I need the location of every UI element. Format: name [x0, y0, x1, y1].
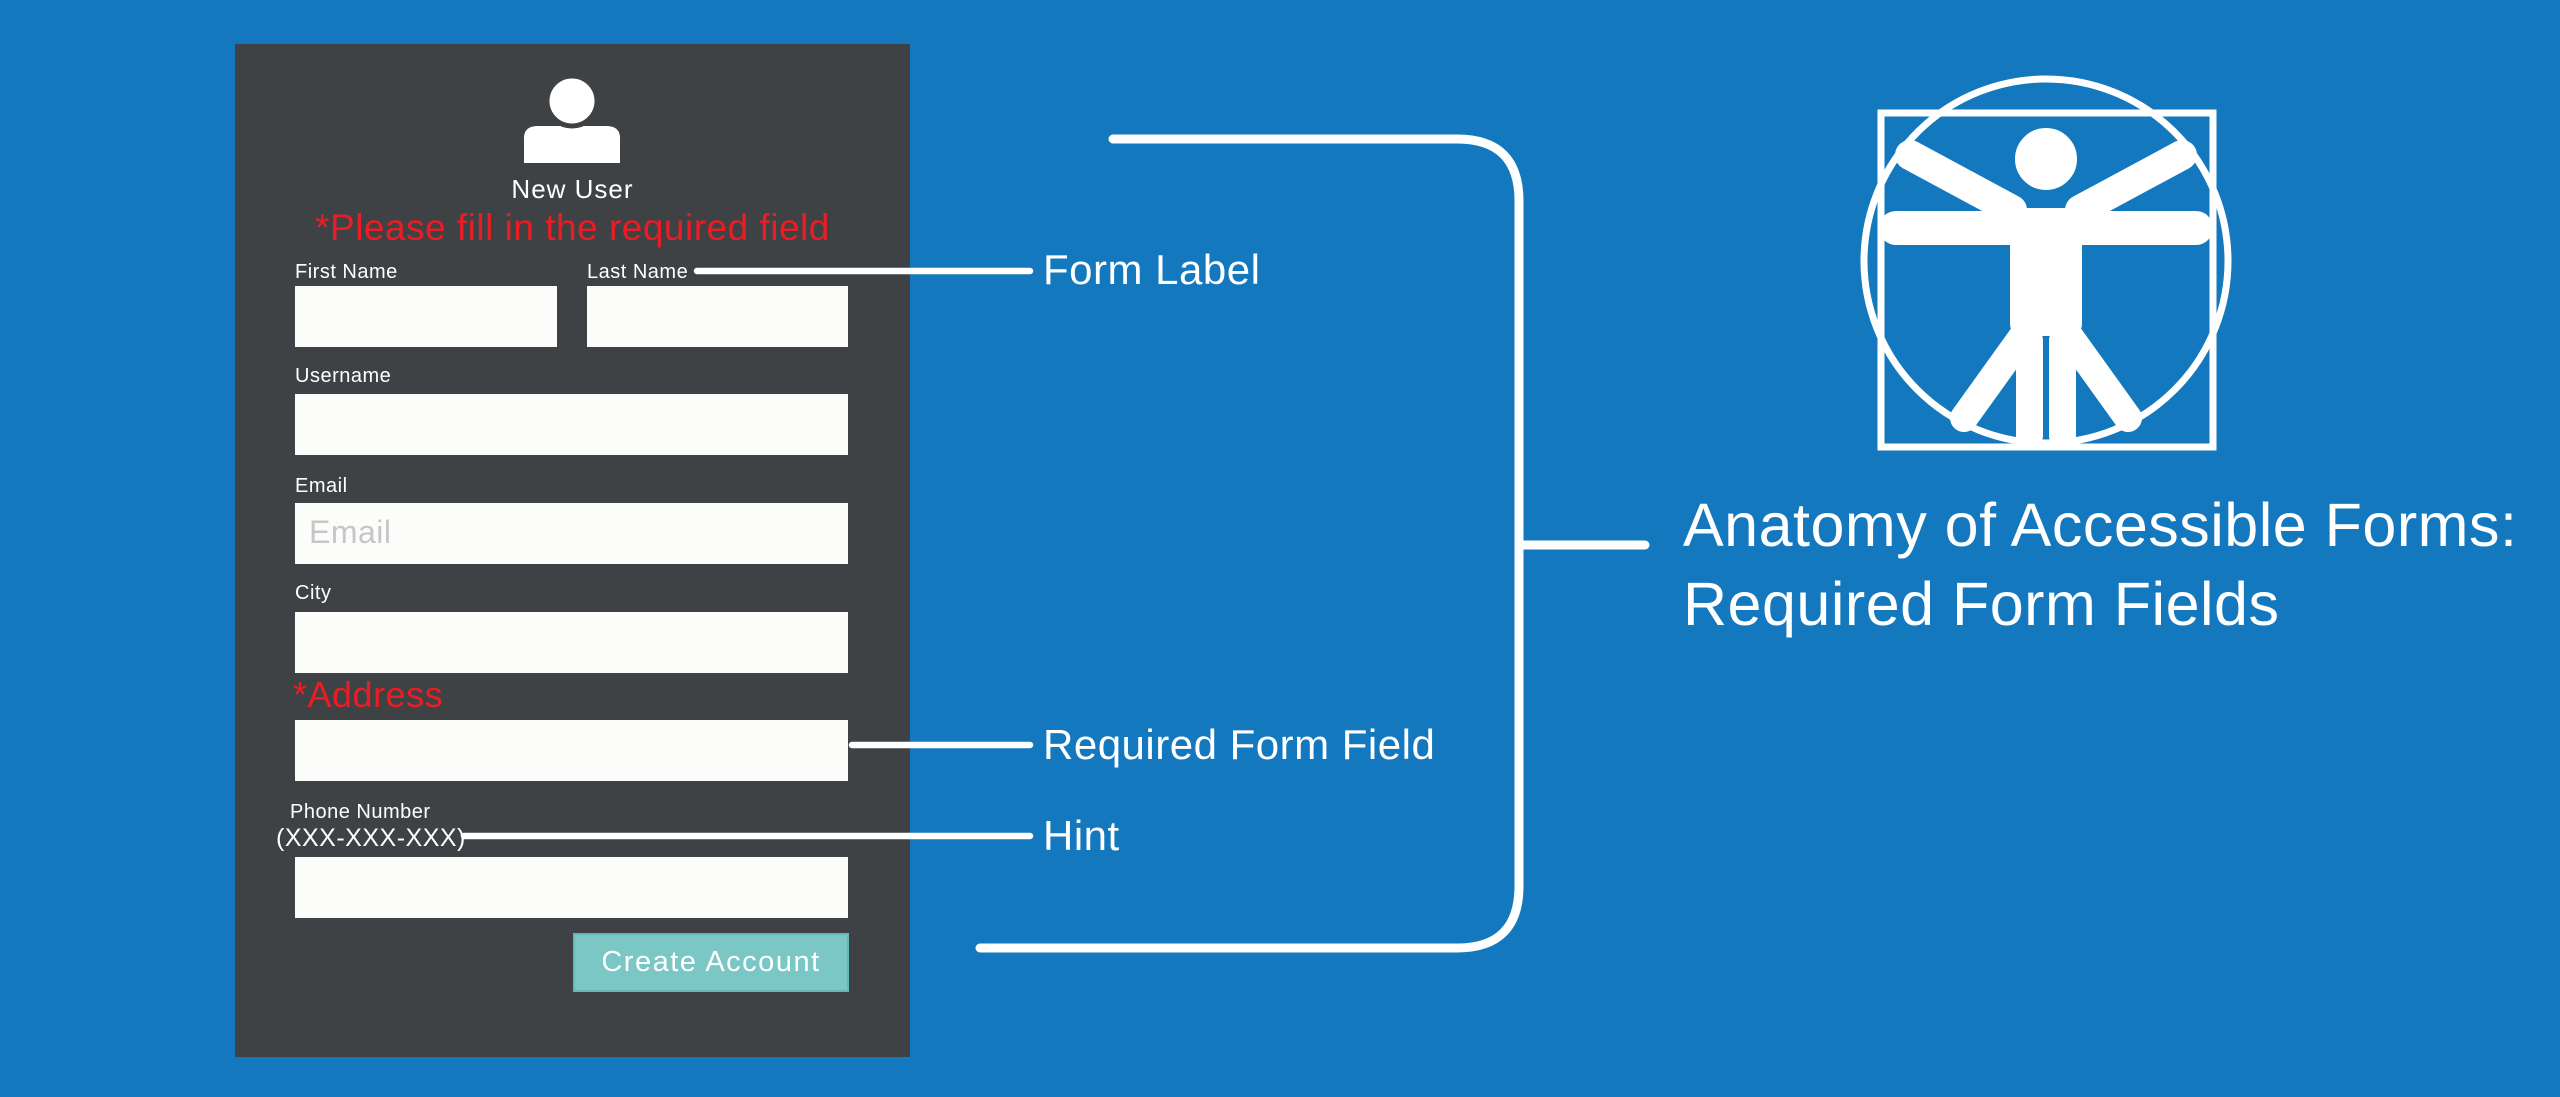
- head: [2009, 122, 2083, 196]
- create-account-button[interactable]: Create Account: [573, 933, 849, 992]
- phone-number-input[interactable]: [295, 857, 848, 918]
- straight-leg-left: [2016, 330, 2043, 446]
- signup-form-panel: New User *Please fill in the required fi…: [235, 44, 910, 1057]
- straight-leg-right: [2049, 330, 2076, 446]
- user-icon: [524, 77, 620, 163]
- raised-arm-left: [1895, 140, 2027, 225]
- poster-title-line1: Anatomy of Accessible Forms:: [1683, 491, 2518, 559]
- form-title: New User: [511, 174, 634, 204]
- phone-format-hint: (XXX-XXX-XXX): [276, 824, 466, 852]
- address-required-label: *Address: [293, 674, 444, 715]
- first-name-label: First Name: [295, 261, 398, 283]
- torso: [2010, 208, 2082, 336]
- email-label: Email: [295, 475, 348, 497]
- address-input[interactable]: [295, 720, 848, 781]
- vitruvian-man-icon: [1860, 75, 2232, 451]
- last-name-input[interactable]: [587, 286, 848, 347]
- poster-title-line2: Required Form Fields: [1683, 570, 2280, 638]
- callout-form-label: Form Label: [1043, 246, 1261, 293]
- callout-hint: Hint: [1043, 812, 1120, 859]
- username-label: Username: [295, 365, 392, 387]
- raised-arm-right: [2065, 140, 2197, 225]
- first-name-input[interactable]: [295, 286, 557, 347]
- email-input[interactable]: [295, 503, 848, 564]
- phone-number-label: Phone Number: [290, 801, 431, 823]
- callout-required-form-field: Required Form Field: [1043, 721, 1436, 768]
- required-fields-notice: *Please fill in the required field: [315, 207, 830, 248]
- city-input[interactable]: [295, 612, 848, 673]
- last-name-label: Last Name: [587, 261, 689, 283]
- city-label: City: [295, 582, 332, 604]
- username-input[interactable]: [295, 394, 848, 455]
- poster-title: Anatomy of Accessible Forms: Required Fo…: [1683, 486, 2517, 644]
